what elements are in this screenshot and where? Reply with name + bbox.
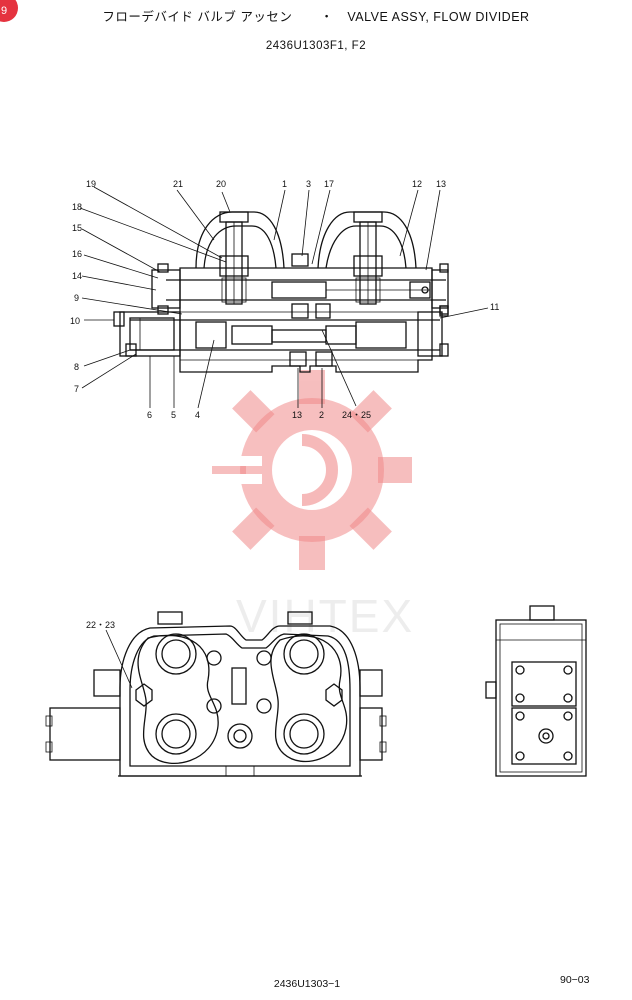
callout-13-bottom: 13 bbox=[292, 410, 302, 420]
callout-13-top: 13 bbox=[436, 179, 446, 189]
title-english: VALVE ASSY, FLOW DIVIDER bbox=[347, 10, 530, 24]
part-number: 2436U1303F1, F2 bbox=[265, 40, 367, 52]
title-separator: ・ bbox=[320, 10, 334, 24]
watermark-text: VIHTEX bbox=[236, 590, 414, 642]
callouts-top: 19 18 15 16 14 9 10 8 7 6 5 4 21 20 1 3 … bbox=[70, 179, 499, 420]
callout-6: 6 bbox=[147, 410, 152, 420]
callout-17: 17 bbox=[324, 179, 334, 189]
callout-5: 5 bbox=[171, 410, 176, 420]
callout-11: 11 bbox=[490, 302, 499, 312]
section-view-drawing bbox=[113, 211, 449, 373]
page-badge: 9 bbox=[0, 0, 18, 22]
callout-20: 20 bbox=[216, 179, 226, 189]
callout-21: 21 bbox=[173, 179, 183, 189]
watermark-gear-logo: VIHTEX bbox=[182, 370, 414, 642]
callout-2: 2 bbox=[319, 410, 324, 420]
callout-10: 10 bbox=[70, 316, 80, 326]
callout-14: 14 bbox=[72, 271, 82, 281]
callout-3: 3 bbox=[306, 179, 311, 189]
callout-24-25: 24・25 bbox=[342, 410, 371, 420]
title-japanese: フローデバイド バルブ アッセン bbox=[102, 10, 293, 24]
callout-8: 8 bbox=[74, 362, 79, 372]
leader-line-22-23 bbox=[105, 629, 133, 689]
callout-16: 16 bbox=[72, 249, 82, 259]
side-view-drawing bbox=[485, 605, 587, 777]
callout-22-23: 22・23 bbox=[86, 620, 115, 630]
callout-18: 18 bbox=[72, 202, 82, 212]
callout-4: 4 bbox=[195, 410, 200, 420]
page-number: 90−03 bbox=[560, 974, 590, 986]
page-title: フローデバイド バルブ アッセン ・ VALVE ASSY, FLOW DIVIDE… bbox=[0, 6, 632, 25]
callout-1: 1 bbox=[282, 179, 287, 189]
callout-9: 9 bbox=[74, 293, 79, 303]
callout-15: 15 bbox=[72, 223, 82, 233]
drawing-code: 2436U1303−1 bbox=[273, 978, 341, 990]
callout-12: 12 bbox=[412, 179, 422, 189]
leader-lines-top bbox=[79, 186, 489, 409]
callout-7: 7 bbox=[74, 384, 79, 394]
callout-19: 19 bbox=[86, 179, 96, 189]
front-view-drawing bbox=[45, 611, 387, 777]
